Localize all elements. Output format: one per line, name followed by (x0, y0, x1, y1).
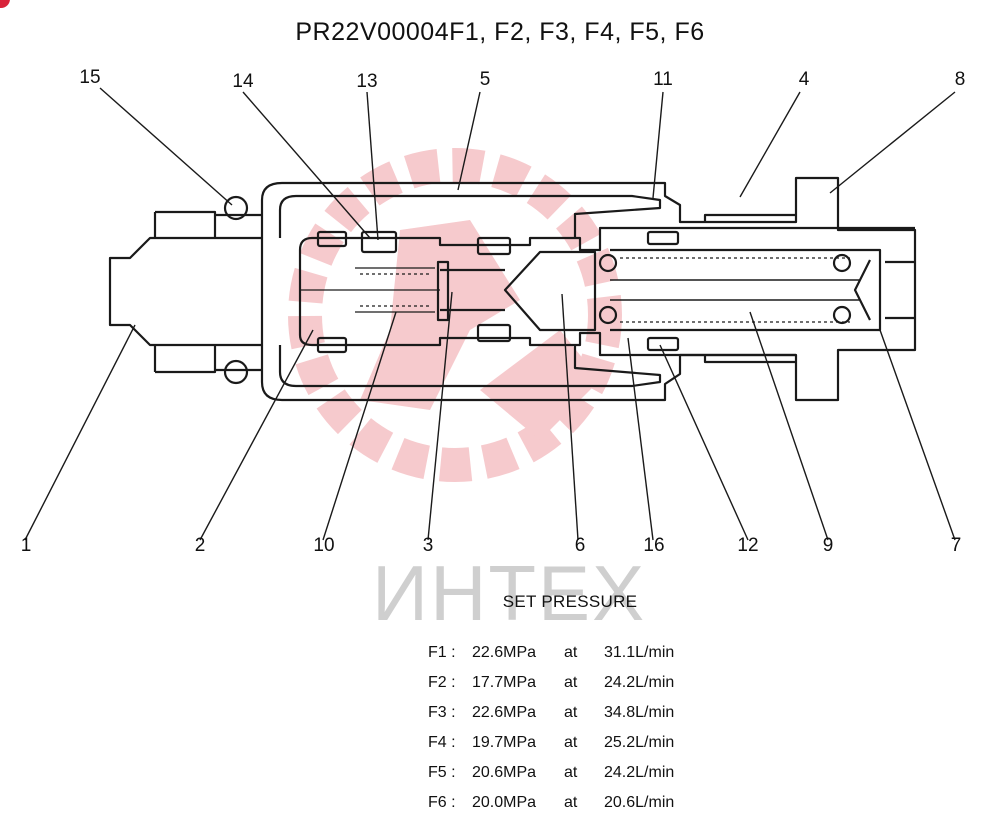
poppet (503, 250, 597, 332)
model-label: F2 : (428, 674, 456, 691)
valve-body (260, 176, 917, 402)
callout-14: 14 (232, 71, 254, 92)
at-label: at (564, 764, 578, 781)
model-label: F1 : (428, 644, 456, 661)
watermark-text: ИНТЕХ (372, 549, 647, 637)
pressure-value: 22.6MPa (472, 704, 537, 721)
set-pressure-table: F1 : 22.6MPa at 31.1L/min F2 : 17.7MPa a… (428, 638, 714, 818)
watermark-logo (288, 148, 622, 482)
callout-3: 3 (422, 535, 434, 556)
callout-7: 7 (950, 535, 962, 556)
pressure-row: F1 : 22.6MPa at 31.1L/min (428, 638, 714, 668)
corner-badge (0, 0, 10, 8)
callout-10: 10 (313, 535, 335, 556)
flow-value: 31.1L/min (604, 644, 675, 661)
model-label: F4 : (428, 734, 456, 751)
pressure-value: 20.6MPa (472, 764, 537, 781)
pressure-row: F5 : 20.6MPa at 24.2L/min (428, 758, 714, 788)
callout-6: 6 (574, 535, 586, 556)
at-label: at (564, 644, 578, 661)
spring (620, 257, 850, 323)
at-label: at (564, 794, 578, 811)
callout-5: 5 (479, 69, 491, 90)
spring-chamber (610, 248, 882, 332)
flow-value: 24.2L/min (604, 764, 675, 781)
valve-drawing (108, 176, 917, 402)
sleeve (278, 194, 662, 238)
callout-1: 1 (20, 535, 32, 556)
leader-lines (24, 87, 956, 541)
pressure-row: F2 : 17.7MPa at 24.2L/min (428, 668, 714, 698)
callout-12: 12 (737, 535, 759, 556)
model-label: F3 : (428, 704, 456, 721)
model-label: F5 : (428, 764, 456, 781)
flow-value: 20.6L/min (604, 794, 675, 811)
adjusting-screw (108, 236, 264, 347)
callout-11: 11 (653, 69, 673, 90)
pressure-value: 20.0MPa (472, 794, 537, 811)
set-pressure-heading: SET PRESSURE (502, 592, 638, 611)
callout-9: 9 (822, 535, 834, 556)
pressure-row: F3 : 22.6MPa at 34.8L/min (428, 698, 714, 728)
model-label: F6 : (428, 794, 456, 811)
at-label: at (564, 704, 578, 721)
callout-13: 13 (356, 71, 378, 92)
callout-16: 16 (643, 535, 665, 556)
cartridge (298, 226, 915, 252)
at-label: at (564, 674, 578, 691)
flow-value: 25.2L/min (604, 734, 675, 751)
pressure-value: 19.7MPa (472, 734, 537, 751)
callout-8: 8 (954, 69, 966, 90)
callout-15: 15 (79, 67, 101, 88)
callout-4: 4 (798, 69, 810, 90)
callout-2: 2 (194, 535, 206, 556)
flow-value: 24.2L/min (604, 674, 675, 691)
pressure-row: F6 : 20.0MPa at 20.6L/min (428, 788, 714, 818)
at-label: at (564, 734, 578, 751)
pressure-value: 17.7MPa (472, 674, 537, 691)
flow-value: 34.8L/min (604, 704, 675, 721)
diagram-title: PR22V00004F1, F2, F3, F4, F5, F6 (295, 18, 705, 46)
pressure-value: 22.6MPa (472, 644, 537, 661)
pressure-row: F4 : 19.7MPa at 25.2L/min (428, 728, 714, 758)
